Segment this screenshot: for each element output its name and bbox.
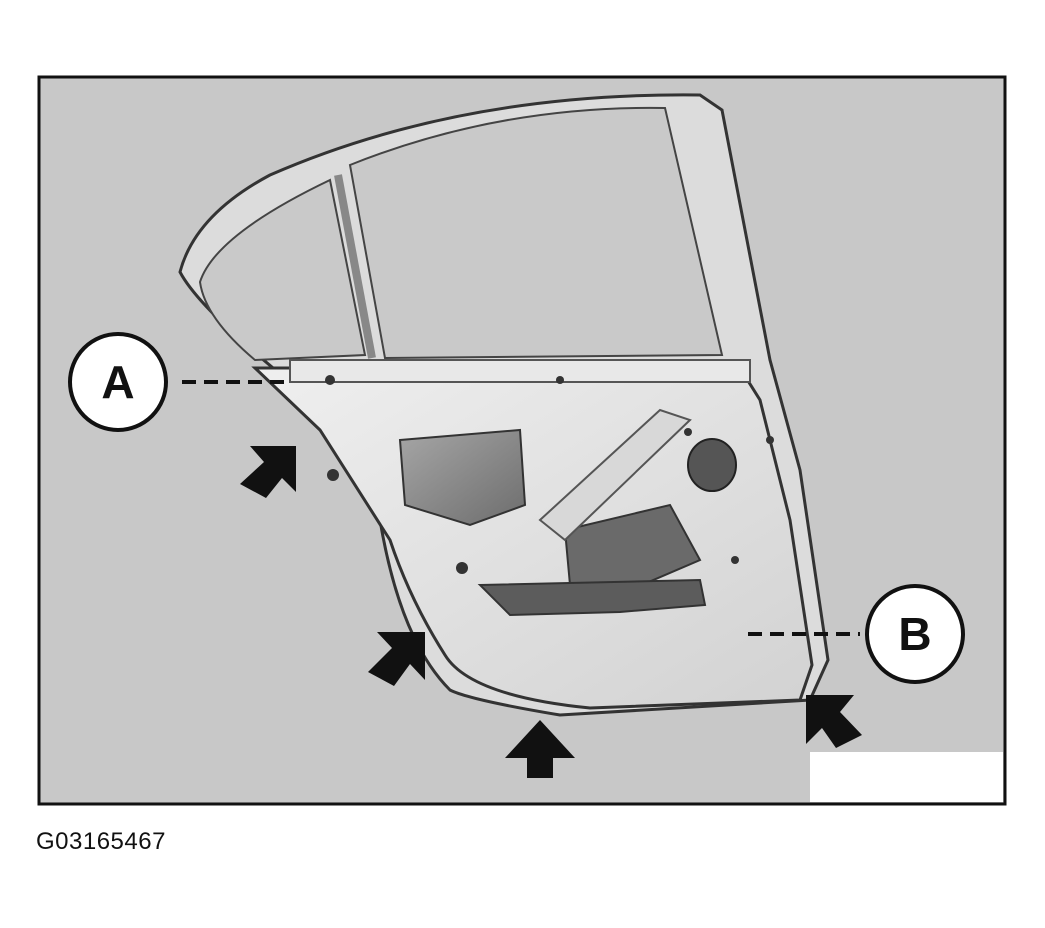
callout-a: A: [68, 332, 168, 432]
panel-cutout-center: [563, 503, 702, 592]
pointer-arrows: [240, 446, 862, 778]
callout-b: B: [865, 584, 965, 684]
figure-caption: G03165467: [36, 828, 166, 855]
door-inner-panel: [251, 366, 814, 710]
arrow-bottom: [505, 720, 575, 778]
arrow-lower-right: [806, 695, 862, 748]
callout-b-label: B: [898, 608, 931, 660]
callout-a-label: A: [101, 356, 134, 408]
arrow-upper-left: [240, 446, 296, 498]
frame-corner-blank: [810, 752, 1003, 802]
panel-cutout-upper: [398, 428, 527, 527]
window-opening-main: [348, 106, 724, 360]
arrow-lower-left: [368, 632, 425, 686]
fastener-holes: [325, 375, 774, 574]
window-opening-rear: [198, 178, 367, 362]
window-divider: [334, 174, 376, 359]
panel-brace: [538, 408, 692, 542]
panel-speaker-hole: [687, 438, 737, 492]
panel-cutout-lower: [477, 578, 707, 617]
waist-rail: [289, 359, 751, 383]
